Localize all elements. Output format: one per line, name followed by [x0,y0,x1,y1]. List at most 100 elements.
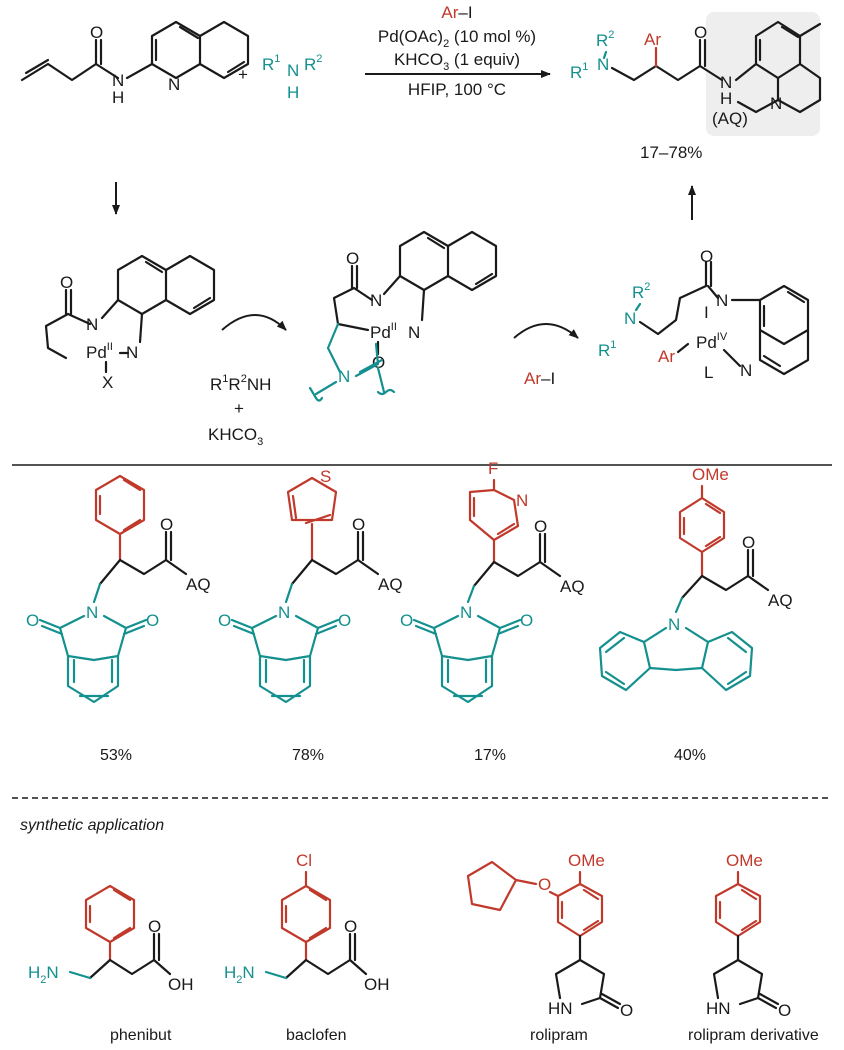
svg-text:O: O [146,611,159,630]
svg-text:N: N [370,291,382,310]
application-name-3: rolipram [530,1027,588,1044]
svg-text:OMe: OMe [692,465,729,484]
yield-substrate-4: 40% [674,747,706,764]
svg-text:OH: OH [364,975,390,994]
svg-text:O: O [90,23,103,42]
svg-text:S: S [320,467,331,486]
yield-substrate-2: 78% [292,747,324,764]
mech-reagents-1: R1R2NH + KHCO3 [208,373,271,448]
svg-text:N: N [112,71,124,90]
application-heading: synthetic application [20,817,164,834]
svg-text:N: N [668,615,680,634]
svg-text:HFIP, 100 °C: HFIP, 100 °C [408,80,506,99]
svg-text:H2N: H2N [224,963,255,986]
svg-text:O: O [778,1001,791,1020]
svg-text:AQ: AQ [186,575,211,594]
svg-text:H: H [720,89,732,108]
svg-text:N: N [516,491,528,510]
svg-text:R1: R1 [598,339,616,360]
rolipram-structure: OMe O HN O [466,851,633,1020]
svg-text:O: O [534,517,547,536]
svg-text:O: O [346,249,359,268]
svg-text:F: F [488,459,498,478]
svg-text:N: N [168,75,180,94]
svg-text:Ar–I: Ar–I [441,3,472,22]
svg-text:OMe: OMe [568,851,605,870]
svg-text:N: N [720,73,732,92]
product: R1 N R2 Ar O N H N (AQ) [570,12,822,136]
svg-text:X: X [102,373,113,392]
svg-text:R1: R1 [570,61,588,82]
svg-text:N: N [338,367,350,386]
svg-text:R1: R1 [262,53,280,74]
svg-text:O: O [344,917,357,936]
svg-text:H2N: H2N [28,963,59,986]
svg-text:O: O [700,247,713,266]
svg-text:PdII: PdII [86,341,113,362]
plus-sign: + [238,65,248,84]
svg-text:KHCO3 (1 equiv): KHCO3 (1 equiv) [394,50,520,73]
svg-text:AQ: AQ [378,575,403,594]
svg-text:AQ: AQ [768,591,793,610]
svg-text:O: O [160,515,173,534]
svg-text:(AQ): (AQ) [712,109,748,128]
svg-text:O: O [148,917,161,936]
svg-text:Ar: Ar [644,30,661,49]
application-name-1: phenibut [110,1027,172,1044]
mech-arrow-1 [221,314,287,331]
svg-text:N: N [86,315,98,334]
svg-text:R1R2NH: R1R2NH [210,373,271,394]
svg-text:Ar: Ar [658,347,675,366]
yield-substrate-1: 53% [100,747,132,764]
svg-text:N: N [740,361,752,380]
baclofen-structure: Cl O OH H2N [224,851,390,994]
svg-text:O: O [694,23,707,42]
svg-text:O: O [338,611,351,630]
svg-text:N: N [278,603,290,622]
svg-text:N: N [770,94,782,113]
svg-text:O: O [538,875,551,894]
svg-text:R2: R2 [304,53,322,74]
svg-text:N: N [126,343,138,362]
svg-text:H: H [112,88,124,107]
reaction-arrow-top: Ar–I Pd(OAc)2 (10 mol %) KHCO3 (1 equiv)… [365,3,551,99]
svg-text:O: O [620,1001,633,1020]
svg-text:N: N [624,309,636,328]
svg-text:O: O [520,611,533,630]
svg-text:N: N [597,55,609,74]
svg-text:Pd(OAc)2 (10 mol %): Pd(OAc)2 (10 mol %) [378,27,536,50]
application-name-4: rolipram derivative [688,1027,819,1044]
svg-text:PdIV: PdIV [696,331,728,352]
svg-text:O: O [60,273,73,292]
pd-iv-intermediate: R2 N R1 O N PdIV I L Ar N [598,247,810,382]
starting-amide: O N H N [20,20,250,107]
aq-highlight-box [706,12,820,136]
yield-range: 17–78% [640,143,702,162]
svg-text:O: O [352,515,365,534]
pd-complex-1: O N PdII N X [44,254,216,392]
svg-text:+: + [234,399,244,418]
svg-text:O: O [218,611,231,630]
oxidant-label: Ar–I [524,369,555,388]
svg-text:PdII: PdII [370,321,397,342]
palladacycle-intermediate: O N PdII N O N [308,230,498,402]
substrate-1: O AQ N O O [26,474,211,704]
substrate-4: OMe O AQ N [598,465,793,692]
yield-substrate-3: 17% [474,747,506,764]
svg-text:OH: OH [168,975,194,994]
svg-text:L: L [704,363,713,382]
phenibut-structure: O OH H2N [28,884,194,994]
svg-text:Cl: Cl [296,851,312,870]
svg-text:AQ: AQ [560,577,585,596]
svg-text:O: O [742,533,755,552]
svg-text:N: N [86,603,98,622]
svg-text:N: N [716,291,728,310]
application-name-2: baclofen [286,1027,347,1044]
svg-text:OMe: OMe [726,851,763,870]
svg-text:O: O [400,611,413,630]
svg-text:I: I [704,303,709,322]
substrate-3: F N O AQ N O O [400,459,585,704]
svg-text:KHCO3: KHCO3 [208,425,263,448]
svg-text:HN: HN [706,999,731,1018]
